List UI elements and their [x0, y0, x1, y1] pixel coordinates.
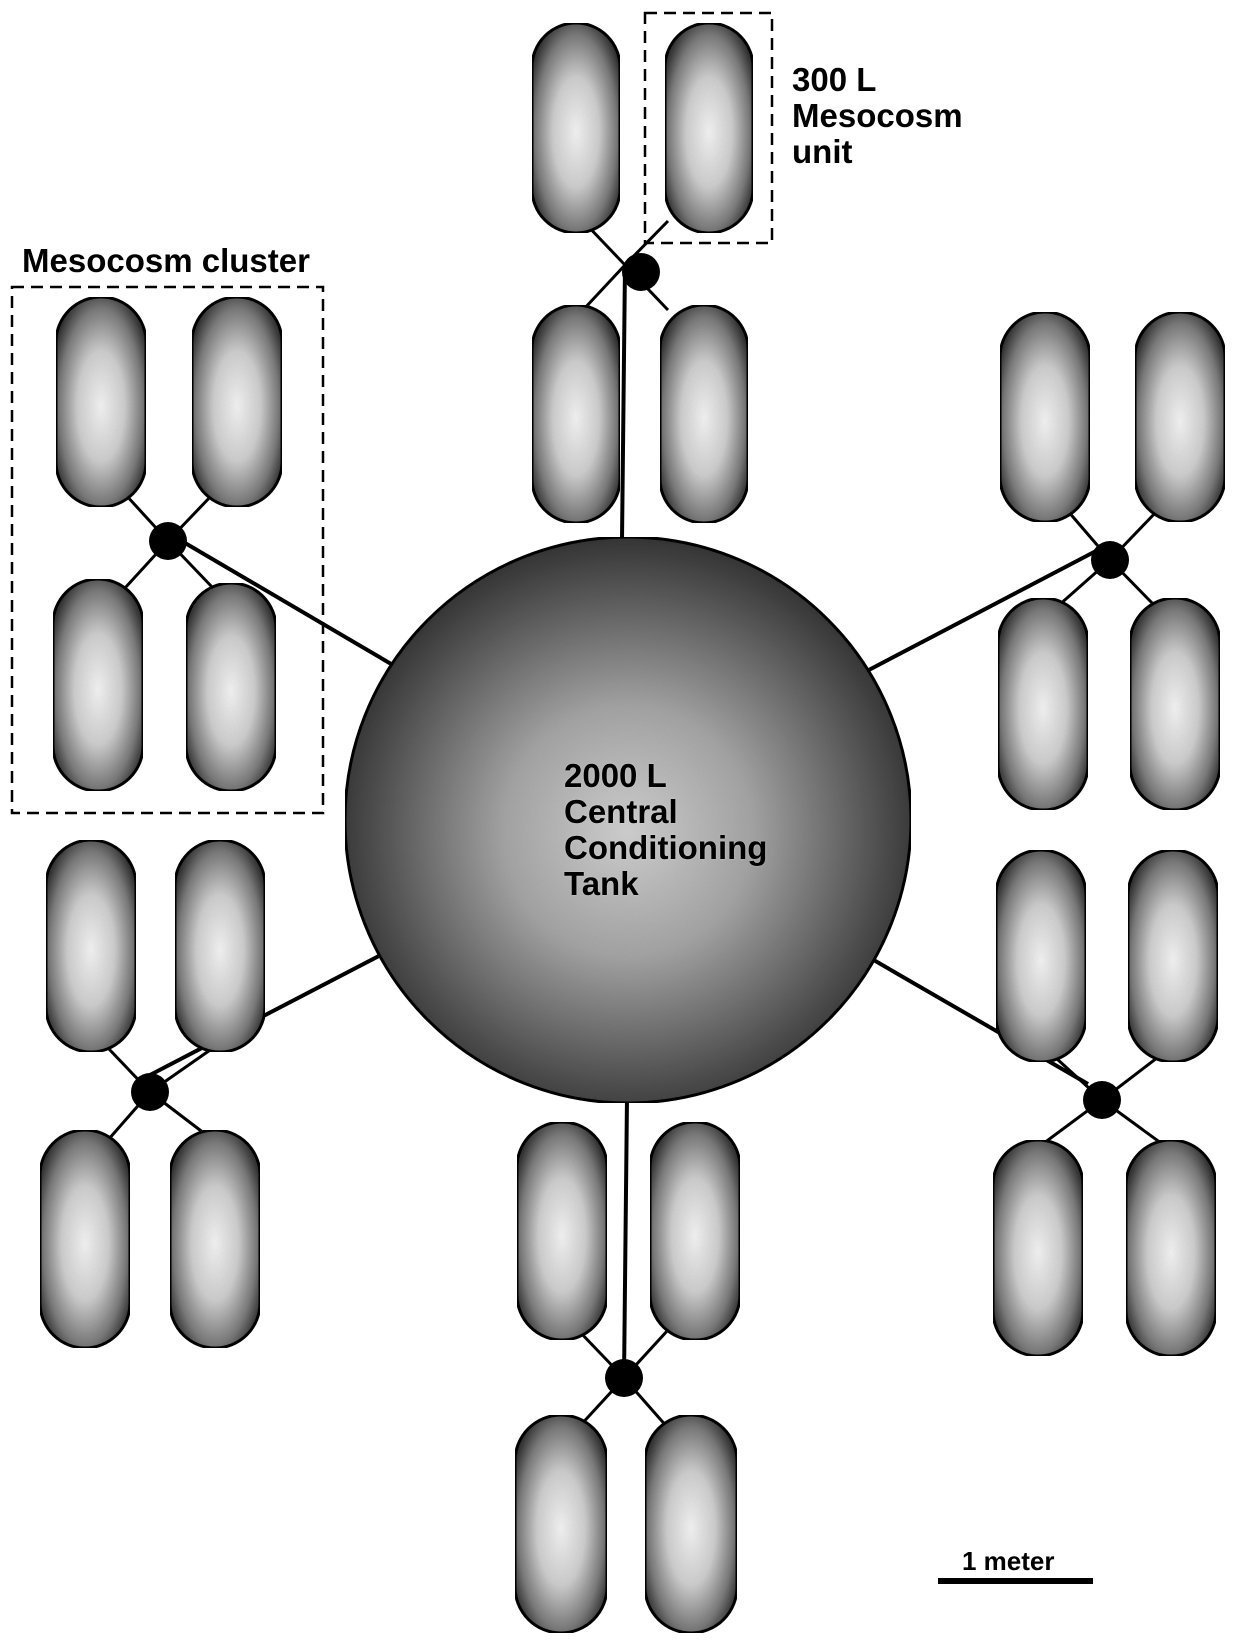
cluster-upper-left — [51, 295, 284, 793]
tank-label-line: Central — [564, 793, 678, 830]
cluster-callout-box — [10, 285, 325, 815]
connector-upper-left — [166, 531, 400, 670]
mesocosm-unit — [996, 596, 1090, 812]
cluster-lower-right — [991, 848, 1220, 1358]
cluster-hub — [605, 1359, 643, 1397]
unit-label-line: unit — [792, 133, 853, 170]
mesocosm-unit — [515, 1120, 609, 1342]
tank-label-line: Conditioning — [564, 829, 768, 866]
cluster-top — [530, 21, 755, 525]
mesocosm-unit — [998, 310, 1092, 524]
mesocosm-unit — [51, 577, 145, 793]
mesocosm-unit — [658, 303, 750, 525]
mesocosm-unit — [530, 21, 622, 235]
scale-label: 1 meter — [962, 1546, 1055, 1576]
mesocosm-unit — [1133, 310, 1227, 524]
cluster-upper-right — [996, 310, 1227, 812]
cluster-hub — [149, 522, 187, 560]
connector-upper-right — [864, 549, 1097, 674]
tank-label-line: Tank — [564, 865, 639, 902]
mesocosm-unit — [643, 1413, 739, 1635]
cluster-hub — [131, 1073, 169, 1111]
unit-callout-box — [643, 11, 774, 245]
cluster-hub — [622, 253, 660, 291]
mesocosm-unit — [513, 1413, 609, 1635]
mesocosm-unit — [663, 21, 755, 235]
mesocosm-unit — [1126, 848, 1220, 1064]
mesocosm-unit — [1124, 1138, 1218, 1358]
unit-label-line: Mesocosm — [792, 97, 963, 134]
cluster-label: Mesocosm cluster — [22, 242, 310, 279]
cluster-bottom — [513, 1120, 742, 1635]
cluster-lower-left — [38, 838, 267, 1350]
mesocosm-unit — [994, 848, 1088, 1064]
mesocosm-unit — [991, 1138, 1085, 1358]
mesocosm-unit — [1128, 596, 1222, 812]
mesocosm-unit — [530, 303, 622, 525]
tank-label: 2000 L Central Conditioning Tank — [564, 758, 767, 902]
mesocosm-unit — [173, 838, 267, 1054]
mesocosm-unit — [168, 1128, 262, 1350]
mesocosm-unit — [44, 838, 138, 1054]
cluster-hub — [1091, 541, 1129, 579]
mesocosm-unit — [190, 295, 284, 509]
connector-lower-left — [149, 944, 399, 1077]
mesocosm-unit — [648, 1120, 742, 1342]
unit-label: 300 L Mesocosm unit — [792, 62, 963, 170]
connector-bottom — [622, 1097, 629, 1379]
unit-label-line: 300 L — [792, 61, 877, 98]
connector-top — [620, 264, 627, 541]
mesocosm-unit — [184, 581, 278, 793]
cluster-hub — [1083, 1081, 1121, 1119]
mesocosm-unit — [54, 295, 148, 509]
central-tank — [343, 535, 913, 1105]
tank-label-line: 2000 L — [564, 757, 667, 794]
mesocosm-unit — [38, 1128, 132, 1350]
